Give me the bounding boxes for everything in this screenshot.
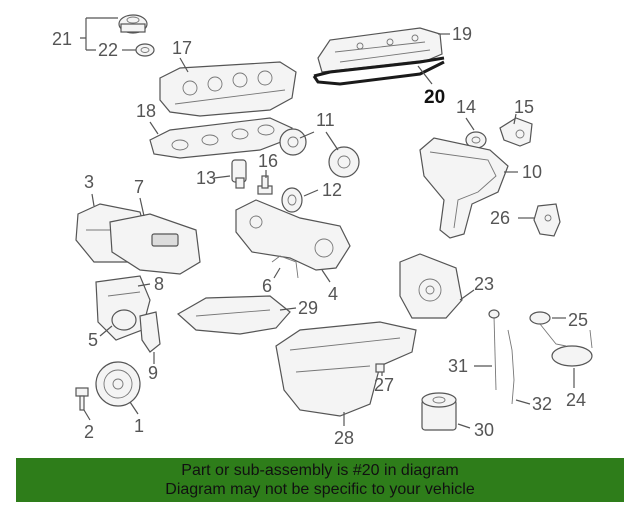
part-4-engine-back-plate[interactable] — [235, 199, 351, 271]
part-1-crankshaft-pulley[interactable] — [95, 361, 141, 407]
part-32-dipstick-guide[interactable] — [507, 329, 515, 405]
part-2-crank-bolt[interactable] — [75, 387, 89, 411]
part-11-camshaft-pulley[interactable] — [279, 128, 360, 178]
callout-25[interactable]: 25 — [568, 310, 588, 330]
callout-17[interactable]: 17 — [172, 38, 192, 58]
part-15-tensioner-bracket[interactable] — [499, 117, 533, 147]
part-22-filler-gasket[interactable] — [135, 43, 155, 57]
part-25-strainer-gasket[interactable] — [529, 311, 551, 325]
callout-4[interactable]: 4 — [328, 284, 338, 304]
engine-parts-diagram: 21 22 17 18 19 20 — [52, 14, 593, 448]
callout-3[interactable]: 3 — [84, 172, 94, 192]
part-16-bolt[interactable] — [257, 175, 273, 195]
callout-22[interactable]: 22 — [98, 40, 118, 60]
callout-19[interactable]: 19 — [452, 24, 472, 44]
part-20-valve-cover-gasket[interactable] — [312, 56, 445, 86]
part-7-timing-cover-rear[interactable] — [109, 213, 201, 275]
part-9-plate[interactable] — [139, 311, 161, 353]
callout-16[interactable]: 16 — [258, 151, 278, 171]
callout-27[interactable]: 27 — [374, 375, 394, 395]
callout-5[interactable]: 5 — [88, 330, 98, 350]
part-24-oil-strainer[interactable] — [539, 323, 593, 367]
callout-24[interactable]: 24 — [566, 390, 586, 410]
callout-12[interactable]: 12 — [322, 180, 342, 200]
callout-9[interactable]: 9 — [148, 363, 158, 383]
callout-26[interactable]: 26 — [490, 208, 510, 228]
callout-28[interactable]: 28 — [334, 428, 354, 448]
callout-21[interactable]: 21 — [52, 29, 72, 49]
callout-30[interactable]: 30 — [474, 420, 494, 440]
callout-6[interactable]: 6 — [262, 276, 272, 296]
part-6-gasket[interactable] — [271, 255, 299, 279]
callout-2[interactable]: 2 — [84, 422, 94, 442]
callout-20[interactable]: 20 — [424, 87, 445, 108]
part-13-sensor[interactable] — [231, 159, 247, 189]
callout-10[interactable]: 10 — [522, 162, 542, 182]
callout-18[interactable]: 18 — [136, 101, 156, 121]
callout-11[interactable]: 11 — [316, 110, 335, 130]
callout-29[interactable]: 29 — [298, 298, 318, 318]
banner-line-2: Diagram may not be specific to your vehi… — [165, 481, 475, 498]
callout-1[interactable]: 1 — [134, 416, 144, 436]
callout-7[interactable]: 7 — [134, 177, 144, 197]
part-17-intake-manifold[interactable] — [159, 61, 297, 117]
callout-23[interactable]: 23 — [474, 274, 494, 294]
part-23-oil-pump[interactable] — [399, 253, 463, 319]
part-29-oil-baffle[interactable] — [176, 295, 291, 335]
banner-line-1: Part or sub-assembly is #20 in diagram — [181, 462, 459, 479]
info-banner: Part or sub-assembly is #20 in diagram D… — [16, 458, 624, 502]
callout-14[interactable]: 14 — [456, 97, 476, 117]
part-28-oil-pan[interactable] — [275, 321, 417, 417]
callout-31[interactable]: 31 — [448, 356, 468, 376]
callout-8[interactable]: 8 — [154, 274, 164, 294]
callout-32[interactable]: 32 — [532, 394, 552, 414]
part-10-timing-belt[interactable] — [419, 137, 509, 239]
part-31-dipstick[interactable] — [488, 309, 500, 391]
callout-13[interactable]: 13 — [196, 168, 216, 188]
part-30-oil-filter[interactable] — [421, 392, 457, 431]
part-21-oil-filler-cap[interactable] — [118, 14, 148, 34]
part-12-tensioner-pulley[interactable] — [281, 187, 303, 213]
part-26-bracket[interactable] — [533, 203, 561, 237]
callout-15[interactable]: 15 — [514, 97, 534, 117]
part-27-drain-plug[interactable] — [375, 363, 385, 373]
part-5-seal[interactable] — [111, 309, 137, 331]
